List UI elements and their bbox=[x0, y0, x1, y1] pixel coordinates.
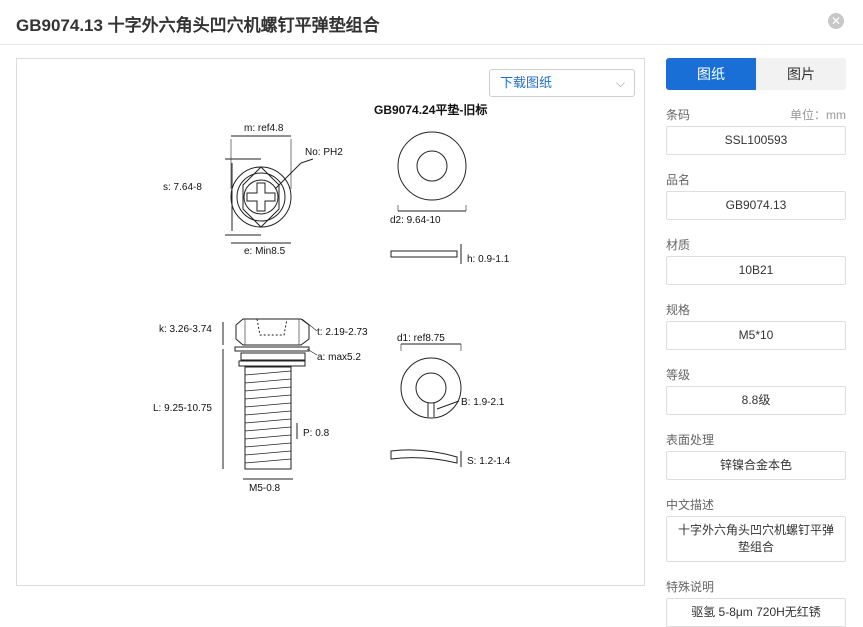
phillips-recess bbox=[246, 182, 276, 212]
spec-value: M5*10 bbox=[666, 321, 846, 350]
close-icon[interactable]: ✕ bbox=[828, 13, 844, 29]
tab-image[interactable]: 图片 bbox=[756, 58, 846, 90]
flat-washer-side bbox=[390, 250, 458, 258]
label-h: h: 0.9-1.1 bbox=[467, 254, 510, 265]
spring-washer-side bbox=[390, 449, 458, 464]
field-label-special: 特殊说明 bbox=[666, 580, 715, 594]
view-tabs: 图纸 图片 bbox=[666, 58, 846, 90]
screw-shank bbox=[244, 366, 292, 470]
field-label-description: 中文描述 bbox=[666, 498, 715, 512]
technical-drawing: GB9074.24平垫-旧标 m: ref4.8 No: PH2 s: 7.64… bbox=[153, 102, 511, 494]
label-d2: d2: 9.64-10 bbox=[390, 215, 441, 226]
barcode-value: SSL100593 bbox=[666, 126, 846, 155]
label-P: P: 0.8 bbox=[303, 428, 330, 439]
label-S: S: 1.2-1.4 bbox=[467, 456, 511, 467]
label-m: m: ref4.8 bbox=[244, 123, 284, 134]
drawing-canvas: GB9074.24平垫-旧标 m: ref4.8 No: PH2 s: 7.64… bbox=[16, 58, 645, 586]
label-t: t: 2.19-2.73 bbox=[317, 327, 368, 338]
barcode-label-text: 条码 bbox=[666, 108, 691, 122]
name-value: GB9074.13 bbox=[666, 191, 846, 220]
download-drawing-dropdown[interactable]: 下载图纸 ⌵ bbox=[489, 69, 635, 97]
label-L: L: 9.25-10.75 bbox=[153, 403, 212, 414]
head-outer-circle bbox=[230, 166, 292, 228]
download-drawing-label: 下载图纸 bbox=[500, 75, 553, 90]
spring-washer-top bbox=[400, 357, 462, 419]
label-a: a: max5.2 bbox=[317, 352, 361, 363]
screw-head-side bbox=[235, 318, 310, 346]
spec-panel: 图纸 图片 条码 单位：mm SSL100593 品名 GB9074.13 材质… bbox=[666, 58, 846, 627]
dialog-title: GB9074.13 十字外六角头凹穴机螺钉平弹垫组合 bbox=[16, 16, 380, 35]
unit-label: 单位：mm bbox=[790, 108, 846, 122]
special-value: 驱氢 5-8μm 720H无红锈 bbox=[666, 598, 846, 627]
label-d1: d1: ref8.75 bbox=[397, 333, 445, 344]
spring-washer-side bbox=[240, 352, 306, 361]
field-label-spec: 规格 bbox=[666, 303, 691, 317]
washer-title: GB9074.24平垫-旧标 bbox=[374, 102, 487, 117]
label-B: B: 1.9-2.1 bbox=[461, 397, 505, 408]
material-value: 10B21 bbox=[666, 256, 846, 285]
flat-washer-outer bbox=[397, 131, 467, 201]
field-label-name: 品名 bbox=[666, 173, 691, 187]
grade-value: 8.8级 bbox=[666, 386, 846, 415]
field-label-surface: 表面处理 bbox=[666, 433, 715, 447]
label-no: No: PH2 bbox=[305, 147, 343, 158]
surface-value: 锌镍合金本色 bbox=[666, 451, 846, 480]
label-M: M5-0.8 bbox=[249, 483, 281, 494]
dialog-header: GB9074.13 十字外六角头凹穴机螺钉平弹垫组合 ✕ bbox=[0, 0, 863, 45]
field-label-grade: 等级 bbox=[666, 368, 691, 382]
description-value: 十字外六角头凹穴机螺钉平弹垫组合 bbox=[666, 516, 846, 562]
field-label-barcode: 条码 单位：mm bbox=[666, 106, 846, 122]
label-e: e: Min8.5 bbox=[244, 246, 286, 257]
label-k: k: 3.26-3.74 bbox=[159, 324, 212, 335]
field-label-material: 材质 bbox=[666, 238, 691, 252]
tab-drawing[interactable]: 图纸 bbox=[666, 58, 756, 90]
label-s: s: 7.64-8 bbox=[163, 182, 202, 193]
chevron-down-icon: ⌵ bbox=[615, 76, 625, 90]
